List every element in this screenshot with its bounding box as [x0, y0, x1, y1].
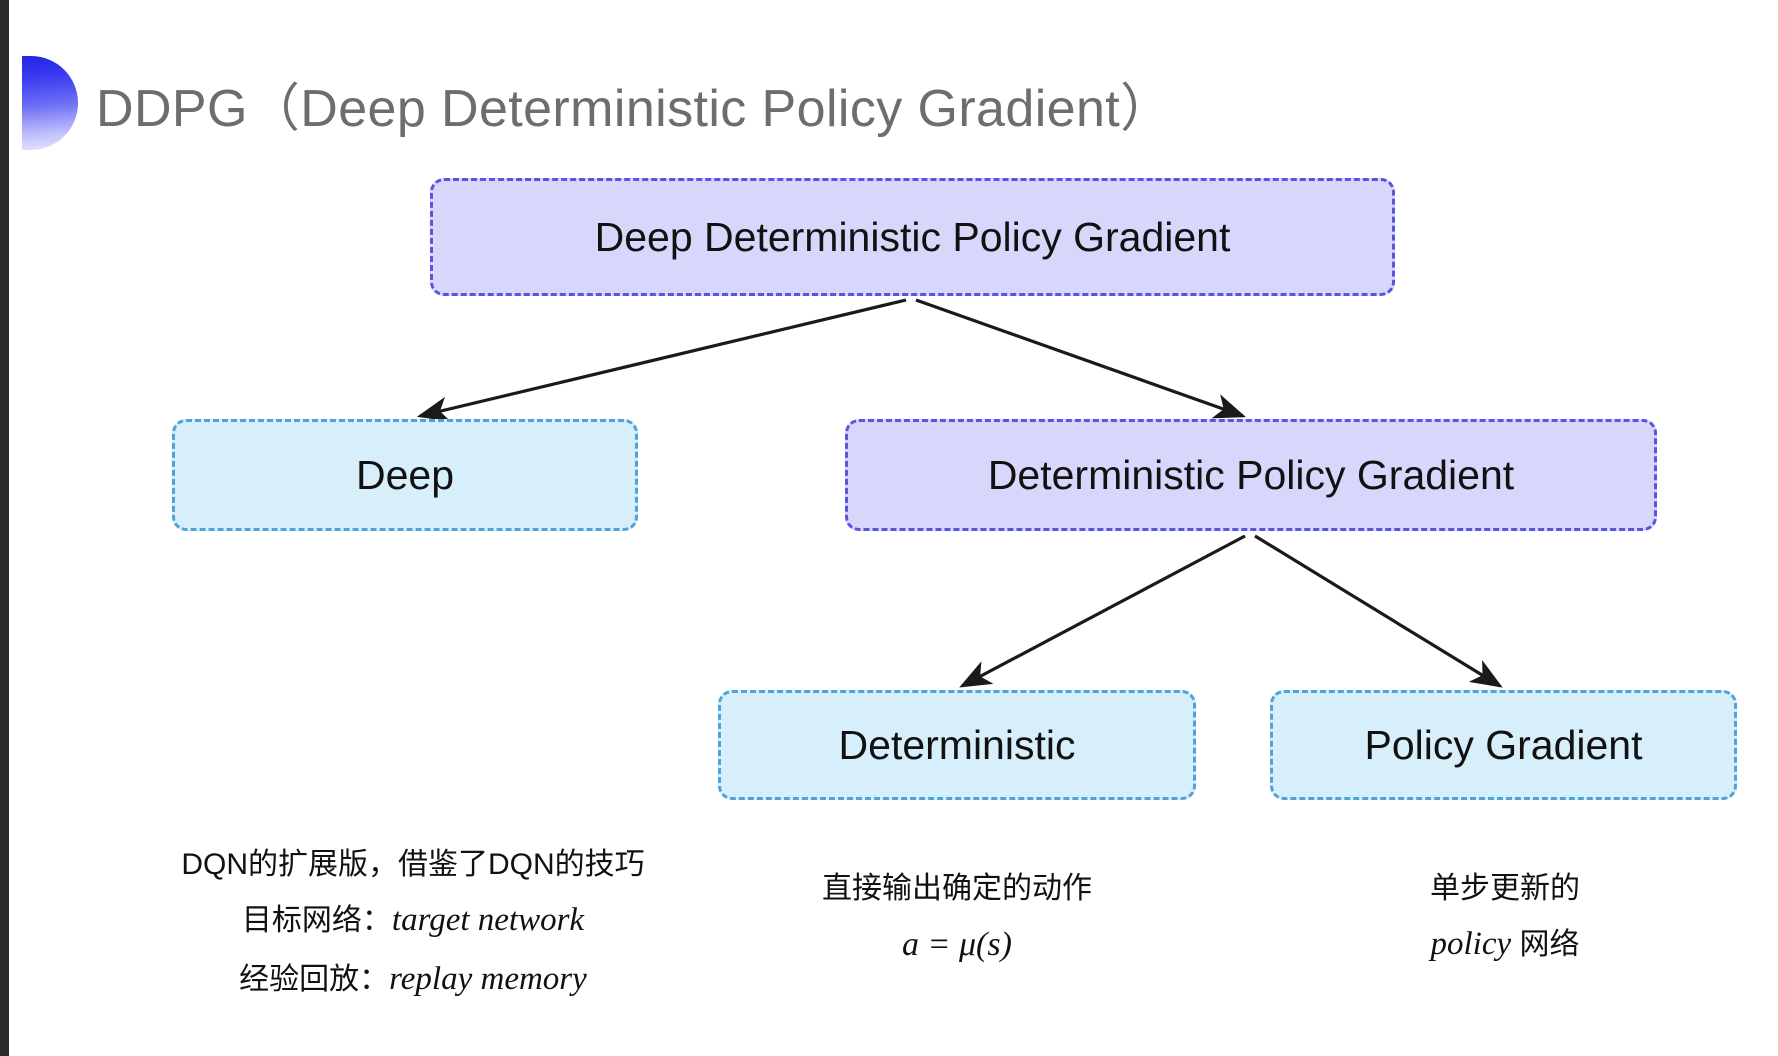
node-deterministic-policy-gradient[interactable]: Deterministic Policy Gradient — [845, 419, 1657, 531]
caption-deep-line3-label: 经验回放： — [239, 963, 390, 997]
caption-deterministic: 直接输出确定的动作 a = μ(s) — [722, 862, 1192, 976]
node-deterministic[interactable]: Deterministic — [718, 690, 1196, 800]
caption-deep-line2-label: 目标网络： — [241, 904, 392, 938]
caption-policy-gradient-line2: policy 网络 — [1272, 915, 1738, 974]
caption-deterministic-formula: a = μ(s) — [902, 926, 1012, 964]
node-deep-deterministic-policy-gradient[interactable]: Deep Deterministic Policy Gradient — [430, 178, 1395, 296]
edge-dpg-to-deterministic — [959, 534, 1246, 688]
edge-root-to-deep — [416, 298, 907, 422]
node-deep[interactable]: Deep — [172, 419, 638, 531]
caption-policy-gradient: 单步更新的 policy 网络 — [1272, 862, 1738, 974]
caption-deep-line3: 经验回放：replay memory — [148, 950, 678, 1009]
caption-policy-gradient-line1: 单步更新的 — [1430, 872, 1580, 905]
caption-deep: DQN的扩展版，借鉴了DQN的技巧 目标网络：target network 经验… — [148, 838, 678, 1009]
page-title: DDPG（Deep Deterministic Policy Gradient） — [96, 80, 1173, 138]
caption-deep-line2-term: target network — [391, 902, 585, 939]
caption-policy-gradient-suffix: 网络 — [1511, 928, 1580, 962]
edge-root-to-dpg — [915, 298, 1247, 419]
title-accent-halfcircle-icon — [22, 56, 78, 150]
left-edge-strip — [0, 0, 9, 1056]
node-policy-gradient[interactable]: Policy Gradient — [1270, 690, 1737, 800]
caption-policy-gradient-term: policy — [1430, 926, 1512, 963]
edge-dpg-to-policy-gradient — [1254, 534, 1503, 688]
caption-deep-line2: 目标网络：target network — [148, 891, 678, 950]
caption-deep-line3-term: replay memory — [389, 961, 587, 998]
caption-deterministic-line1: 直接输出确定的动作 — [822, 872, 1092, 905]
caption-deep-line1: DQN的扩展版，借鉴了DQN的技巧 — [181, 848, 645, 881]
